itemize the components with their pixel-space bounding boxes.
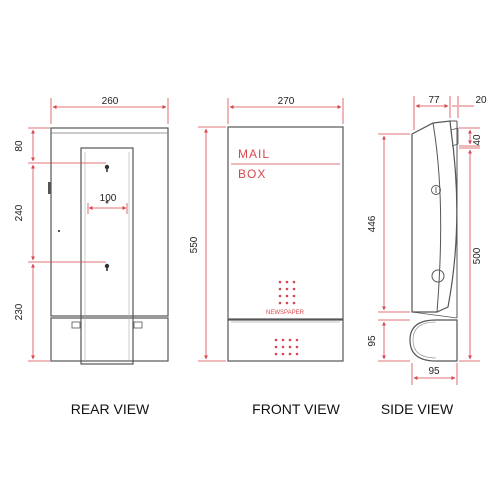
front-view-label: FRONT VIEW [252, 401, 340, 417]
front-width-dim: 270 [278, 96, 295, 107]
newspaper-text: NEWSPAPER [266, 310, 305, 316]
rear-view-label: REAR VIEW [71, 401, 150, 417]
rear-mount-width-dim: 100 [100, 193, 117, 204]
mail-text: MAIL [238, 147, 270, 161]
side-base-outline [409, 319, 458, 362]
lock-icon [431, 185, 441, 195]
side-body-outline [411, 120, 458, 313]
rear-base-outline [50, 317, 169, 362]
front-height-dim: 550 [189, 236, 200, 253]
rear-side-bump [48, 182, 51, 194]
front-view: MAIL BOX NEWSPAPER 270 550 FRONT VIEW [189, 96, 344, 417]
side-small-right-dim: 40 [472, 134, 483, 146]
vent-dots-upper [278, 280, 296, 305]
side-top-right-dim: 20 [475, 95, 487, 106]
keyhole-icon [104, 263, 110, 271]
rear-bottom-dim: 230 [14, 303, 25, 320]
rear-width-dim: 260 [102, 96, 119, 107]
side-view-label: SIDE VIEW [381, 401, 454, 417]
rear-view: 260 80 240 230 100 REAR VIEW [14, 96, 169, 417]
rear-side-dot [58, 230, 60, 232]
rear-mount-plate [80, 147, 134, 365]
side-knob [431, 269, 445, 283]
side-curve-inner [432, 122, 442, 313]
rear-middle-dim: 240 [14, 204, 25, 221]
side-bottom-width-dim: 95 [428, 366, 440, 377]
side-front-height-dim: 446 [367, 215, 378, 232]
front-base-outline [227, 319, 344, 362]
side-view: 77 20 40 500 446 95 95 SIDE VIEW [367, 95, 487, 417]
side-top-depth-dim: 77 [428, 95, 440, 106]
side-total-height-dim: 500 [472, 247, 483, 264]
box-text: BOX [238, 167, 266, 181]
keyhole-icon [104, 164, 110, 172]
rear-top-dim: 80 [14, 140, 25, 152]
side-bottom-left-dim: 95 [367, 335, 378, 347]
rear-body-outline [50, 127, 169, 317]
vent-dots-lower [274, 338, 299, 356]
rear-screw-dot [105, 200, 109, 204]
rear-base-slot-right [133, 321, 143, 329]
rear-base-slot-left [71, 321, 81, 329]
front-body-outline [227, 126, 344, 320]
